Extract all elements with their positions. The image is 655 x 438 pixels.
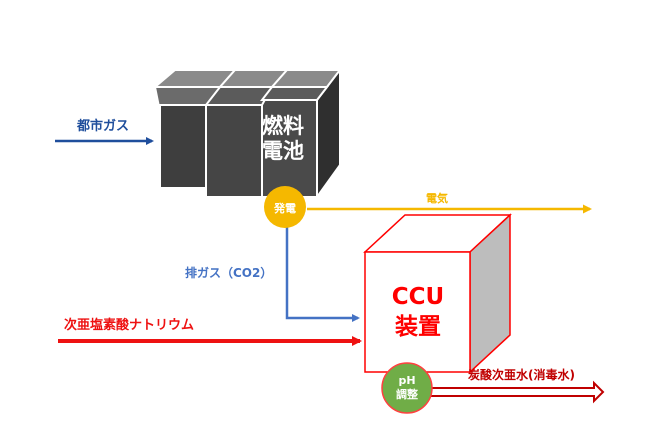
ph-line1: pH [398,374,416,387]
city-gas-label: 都市ガス [77,119,130,134]
generation-node-circle [264,186,306,228]
fuel-cell-line1: 燃料 [262,114,304,138]
exhaust-arrow [285,226,360,322]
exhaust-label: 排ガス（CO2） [185,266,273,280]
ccu-line1: CCU [391,284,445,310]
ccu-line2: 装置 [395,314,441,340]
fuel-cell-line2: 電池 [262,139,304,163]
ccu-title: CCU 装置 [368,282,468,342]
ph-node-label: pH 調整 [382,374,432,402]
fuel-cell-title: 燃料 電池 [253,114,313,164]
ccu-box [363,213,512,374]
sodium-chlorite-label: 次亜塩素酸ナトリウム [64,318,195,333]
ph-node-circle [381,362,433,414]
output-label: 炭酸次亜水(消毒水) [468,368,575,382]
generation-node-label: 発電 [274,202,296,215]
electricity-label: 電気 [426,192,448,205]
output-arrow [429,380,605,404]
fuel-cell-block [152,67,343,201]
ph-line2: 調整 [396,388,418,401]
